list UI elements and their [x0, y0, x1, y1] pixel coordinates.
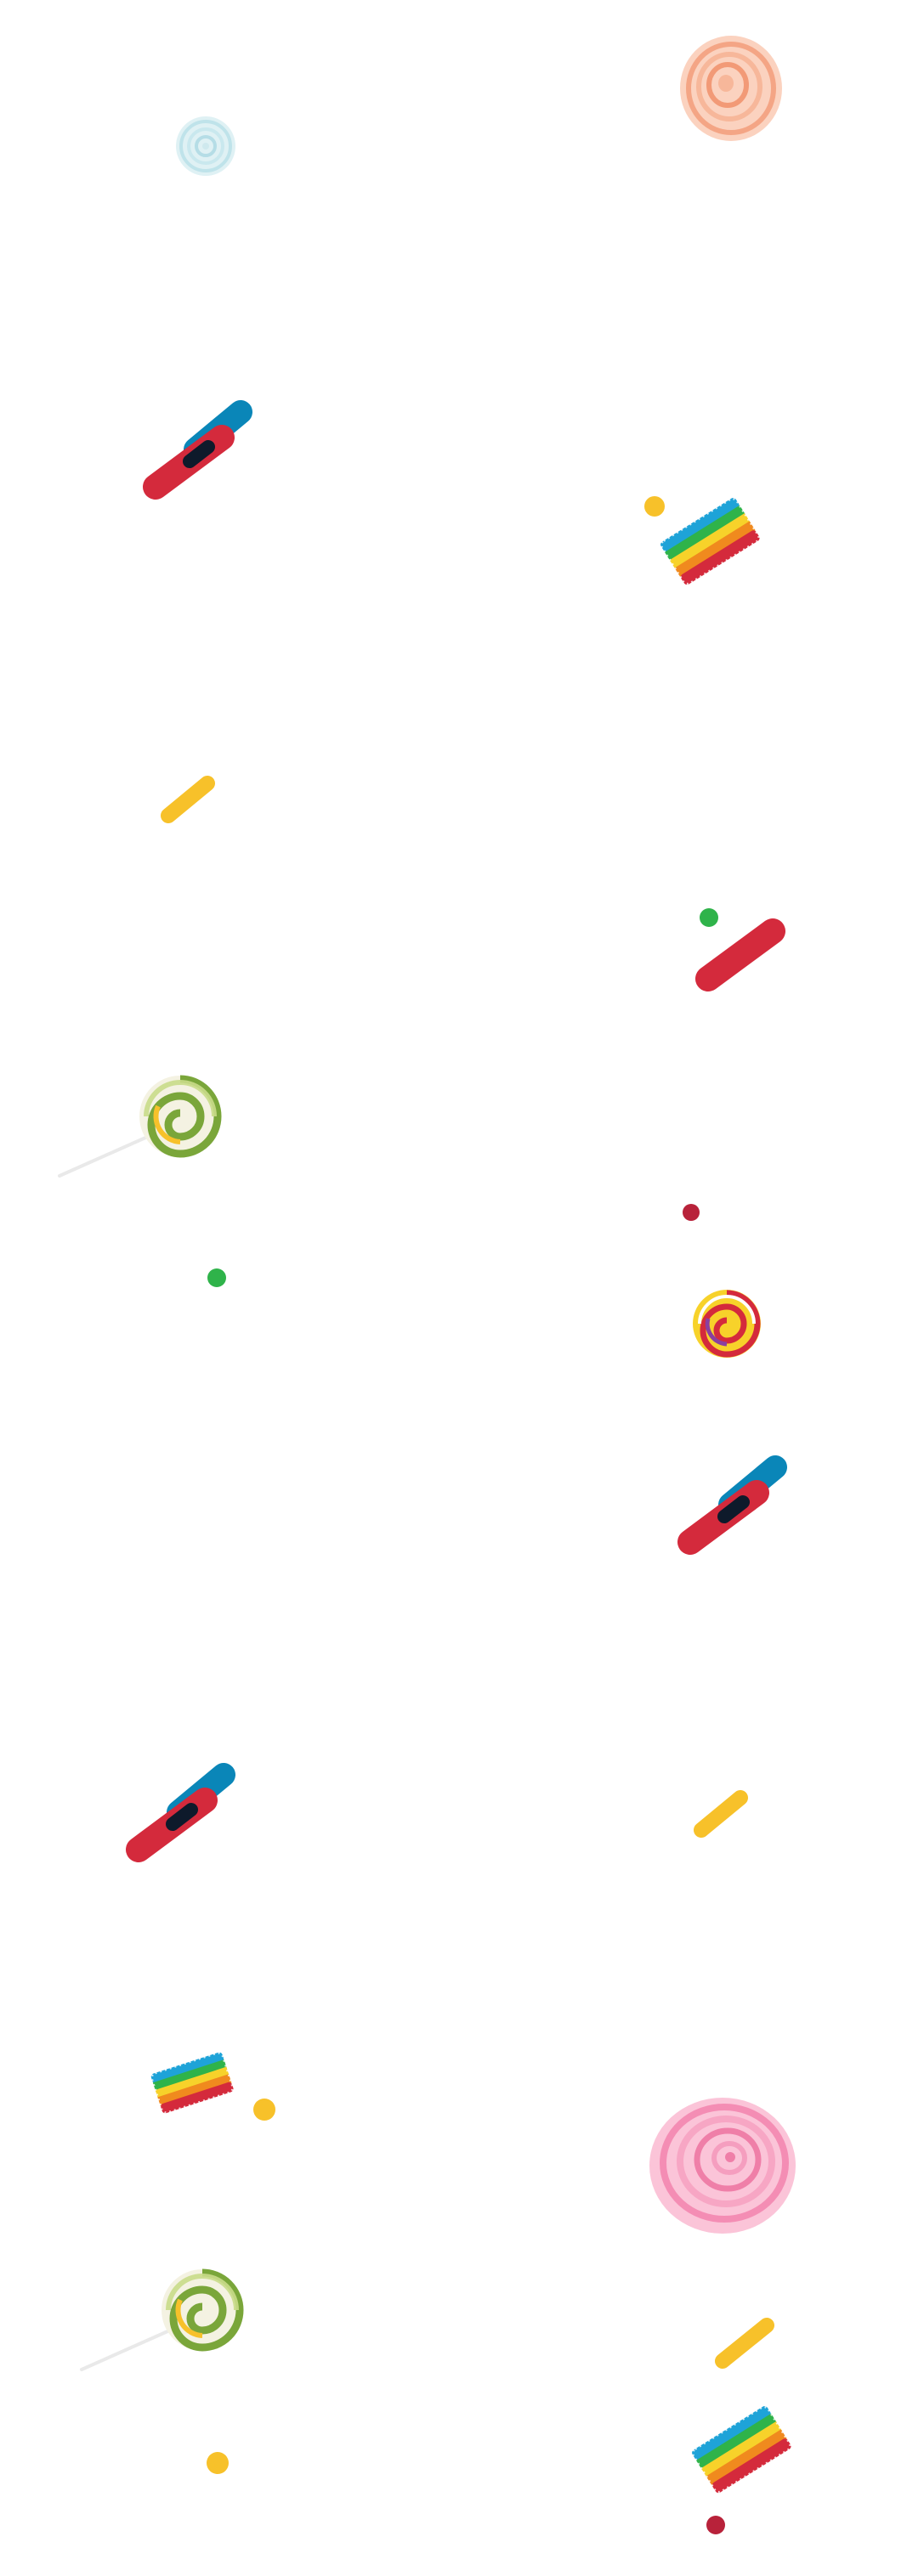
- red-dot-icon: [682, 1203, 700, 1222]
- yellow-dot-icon: [206, 2451, 230, 2475]
- pink-meringue-icon: [646, 2095, 799, 2236]
- yellow-dot-icon: [252, 2098, 276, 2121]
- red-blue-pill-icon: [123, 1756, 239, 1865]
- red-dot-icon: [706, 2515, 726, 2535]
- yellow-pill-icon: [158, 773, 218, 826]
- blue-meringue-icon: [174, 115, 237, 178]
- rainbow-swirl-lollipop-icon: [691, 1288, 762, 1359]
- yellow-pill-icon: [712, 2315, 777, 2371]
- peach-meringue-icon: [678, 34, 784, 143]
- yellow-dot-icon: [643, 495, 666, 517]
- green-dot-icon: [207, 1268, 227, 1288]
- red-blue-pill-icon: [140, 393, 256, 502]
- rainbow-sour-candy-icon: [150, 2045, 235, 2120]
- yellow-pill-icon: [691, 1788, 751, 1840]
- rainbow-sour-candy-icon: [691, 2401, 792, 2494]
- red-pill-icon: [693, 909, 788, 994]
- red-blue-pill-icon: [675, 1449, 791, 1557]
- green-dot-icon: [699, 907, 719, 928]
- green-swirl-lollipop-icon: [78, 2266, 248, 2376]
- rainbow-sour-candy-icon: [660, 493, 761, 586]
- green-swirl-lollipop-icon: [56, 1072, 226, 1183]
